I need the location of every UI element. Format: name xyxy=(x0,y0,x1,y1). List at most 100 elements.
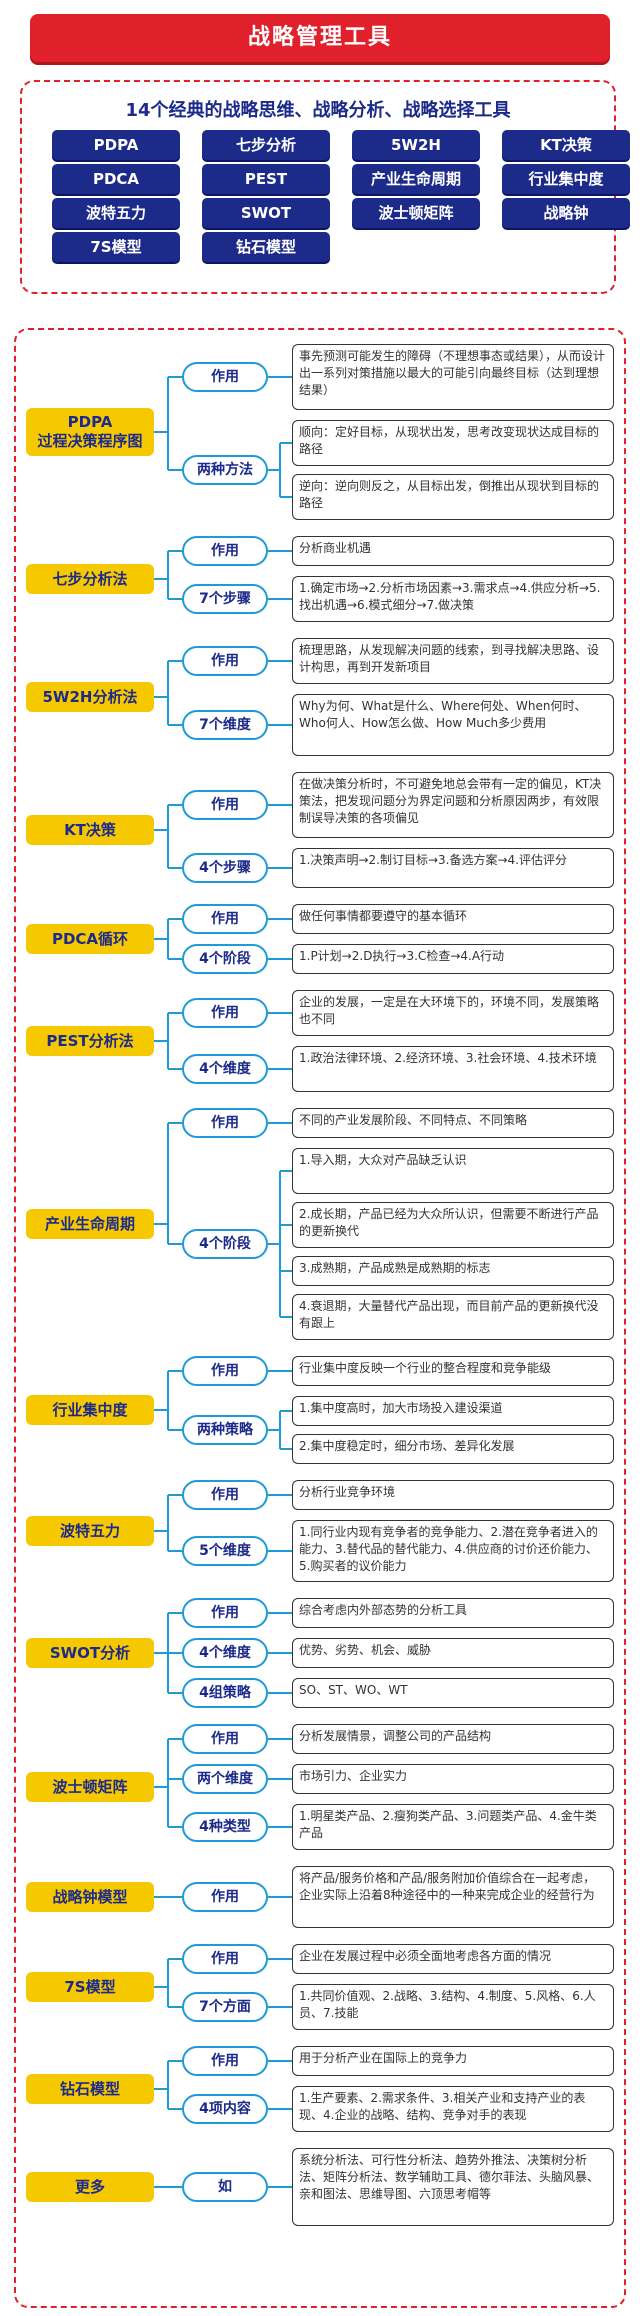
description-box: 1.集中度高时，加大市场投入建设渠道 xyxy=(292,1396,614,1426)
description-box: 将产品/服务价格和产品/服务附加价值综合在一起考虑，企业实际上沿着8种途径中的一… xyxy=(292,1866,614,1928)
description-box: 1.确定市场→2.分析市场因素→3.需求点→4.供应分析→5.找出机遇→6.模式… xyxy=(292,576,614,622)
branch-label: 4个阶段 xyxy=(182,1229,268,1259)
branch-label: 作用 xyxy=(182,998,268,1028)
branch-label: 作用 xyxy=(182,2046,268,2076)
toolbox-panel: 14个经典的战略思维、战略分析、战略选择工具 PDPA 七步分析 5W2H KT决策 P… xyxy=(20,80,630,294)
tool-name: SWOT分析 xyxy=(26,1638,154,1668)
description-box: 分析行业竞争环境 xyxy=(292,1480,614,1510)
tool-name: 钻石模型 xyxy=(26,2074,154,2104)
description-box: 市场引力、企业实力 xyxy=(292,1764,614,1794)
branch-label: 作用 xyxy=(182,646,268,676)
branch-label: 如 xyxy=(182,2172,268,2202)
description-box: 优势、劣势、机会、威胁 xyxy=(292,1638,614,1668)
branch-label: 作用 xyxy=(182,1356,268,1386)
branch-label: 作用 xyxy=(182,1944,268,1974)
tool-name: 波士顿矩阵 xyxy=(26,1772,154,1802)
description-box: 1.决策声明→2.制订目标→3.备选方案→4.评估评分 xyxy=(292,848,614,888)
tool-name: 七步分析法 xyxy=(26,564,154,594)
tool-name: PEST分析法 xyxy=(26,1026,154,1056)
branch-label: 作用 xyxy=(182,362,268,392)
tool-button[interactable]: 波士顿矩阵 xyxy=(352,198,480,228)
toolbox-title: 14个经典的战略思维、战略分析、战略选择工具 xyxy=(125,100,511,121)
branch-label: 作用 xyxy=(182,1598,268,1628)
tool-button[interactable]: SWOT xyxy=(202,198,330,228)
tool-name: 产业生命周期 xyxy=(26,1209,154,1239)
tool-button[interactable]: 行业集中度 xyxy=(502,164,630,194)
tool-button[interactable]: KT决策 xyxy=(502,130,630,160)
description-box: 1.P计划→2.D执行→3.C检查→4.A行动 xyxy=(292,944,614,974)
branch-label: 4个阶段 xyxy=(182,944,268,974)
tool-button[interactable]: PDCA xyxy=(52,164,180,194)
description-box: 综合考虑内外部态势的分析工具 xyxy=(292,1598,614,1628)
branch-label: 两个维度 xyxy=(182,1764,268,1794)
branch-label: 作用 xyxy=(182,1480,268,1510)
description-box: 1.明星类产品、2.瘦狗类产品、3.问题类产品、4.金牛类产品 xyxy=(292,1804,614,1850)
tool-button[interactable]: PEST xyxy=(202,164,330,194)
branch-label: 作用 xyxy=(182,1724,268,1754)
branch-label: 两种方法 xyxy=(182,455,268,485)
description-box: 顺向：定好目标，从现状出发，思考改变现状达成目标的路径 xyxy=(292,420,614,466)
branch-label: 4种类型 xyxy=(182,1812,268,1842)
tool-button[interactable]: 钻石模型 xyxy=(202,232,330,262)
branch-label: 作用 xyxy=(182,1108,268,1138)
description-box: 企业在发展过程中必须全面地考虑各方面的情况 xyxy=(292,1944,614,1974)
tool-button[interactable]: 七步分析 xyxy=(202,130,330,160)
branch-label: 4组策略 xyxy=(182,1678,268,1708)
description-box: 1.同行业内现有竞争者的竞争能力、2.潜在竞争者进入的能力、3.替代品的替代能力… xyxy=(292,1520,614,1582)
description-box: 1.生产要素、2.需求条件、3.相关产业和支持产业的表现、4.企业的战略、结构、… xyxy=(292,2086,614,2132)
branch-label: 5个维度 xyxy=(182,1536,268,1566)
tool-name: 更多 xyxy=(26,2172,154,2202)
tool-button[interactable]: 波特五力 xyxy=(52,198,180,228)
description-box: 系统分析法、可行性分析法、趋势外推法、决策树分析法、矩阵分析法、数学辅助工具、德… xyxy=(292,2148,614,2226)
tool-button[interactable]: 5W2H xyxy=(352,130,480,160)
branch-label: 7个步骤 xyxy=(182,584,268,614)
tool-name: 行业集中度 xyxy=(26,1395,154,1425)
branch-label: 两种策略 xyxy=(182,1415,268,1445)
branch-label: 7个维度 xyxy=(182,710,268,740)
tool-button[interactable]: PDPA xyxy=(52,130,180,160)
branch-label: 作用 xyxy=(182,536,268,566)
description-box: 逆向：逆向则反之，从目标出发，倒推出从现状到目标的路径 xyxy=(292,474,614,520)
description-box: Why为何、What是什么、Where何处、When何时、Who何人、How怎么… xyxy=(292,694,614,756)
branch-label: 作用 xyxy=(182,1882,268,1912)
description-box: 1.共同价值观、2.战略、3.结构、4.制度、5.风格、6.人员、7.技能 xyxy=(292,1984,614,2030)
description-box: 1.导入期，大众对产品缺乏认识 xyxy=(292,1148,614,1194)
description-box: 1.政治法律环境、2.经济环境、3.社会环境、4.技术环境 xyxy=(292,1046,614,1092)
tool-tree-panel xyxy=(14,328,626,2308)
branch-label: 4项内容 xyxy=(182,2094,268,2124)
description-box: 梳理思路，从发现解决问题的线索，到寻找解决思路、设计构思，再到开发新项目 xyxy=(292,638,614,684)
branch-label: 4个维度 xyxy=(182,1054,268,1084)
tool-name: PDCA循环 xyxy=(26,924,154,954)
branch-label: 作用 xyxy=(182,790,268,820)
description-box: SO、ST、WO、WT xyxy=(292,1678,614,1708)
branch-label: 7个方面 xyxy=(182,1992,268,2022)
tool-name: 5W2H分析法 xyxy=(26,682,154,712)
description-box: 不同的产业发展阶段、不同特点、不同策略 xyxy=(292,1108,614,1138)
description-box: 2.集中度稳定时，细分市场、差异化发展 xyxy=(292,1434,614,1464)
description-box: 在做决策分析时，不可避免地总会带有一定的偏见，KT决策法，把发现问题分为界定问题… xyxy=(292,772,614,838)
description-box: 做任何事情都要遵守的基本循环 xyxy=(292,904,614,934)
description-box: 2.成长期，产品已经为大众所认识，但需要不断进行产品的更新换代 xyxy=(292,1202,614,1248)
tool-button[interactable]: 战略钟 xyxy=(502,198,630,228)
description-box: 4.衰退期，大量替代产品出现，而目前产品的更新换代没有跟上 xyxy=(292,1294,614,1340)
description-box: 企业的发展，一定是在大环境下的，环境不同，发展策略也不同 xyxy=(292,990,614,1036)
description-box: 分析商业机遇 xyxy=(292,536,614,566)
tool-name: PDPA 过程决策程序图 xyxy=(26,408,154,456)
tool-button[interactable]: 产业生命周期 xyxy=(352,164,480,194)
tool-name: KT决策 xyxy=(26,815,154,845)
description-box: 行业集中度反映一个行业的整合程度和竞争能级 xyxy=(292,1356,614,1386)
branch-label: 4个步骤 xyxy=(182,853,268,883)
branch-label: 4个维度 xyxy=(182,1638,268,1668)
tool-name: 波特五力 xyxy=(26,1516,154,1546)
tool-name: 战略钟模型 xyxy=(26,1882,154,1912)
tool-name: 7S模型 xyxy=(26,1972,154,2002)
description-box: 3.成熟期，产品成熟是成熟期的标志 xyxy=(292,1256,614,1286)
page-title-banner: 战略管理工具 xyxy=(30,14,610,62)
branch-label: 作用 xyxy=(182,904,268,934)
description-box: 事先预测可能发生的障碍（不理想事态或结果），从而设计出一系列对策措施以最大的可能… xyxy=(292,344,614,410)
description-box: 分析发展情景，调整公司的产品结构 xyxy=(292,1724,614,1754)
tool-button[interactable]: 7S模型 xyxy=(52,232,180,262)
description-box: 用于分析产业在国际上的竞争力 xyxy=(292,2046,614,2076)
